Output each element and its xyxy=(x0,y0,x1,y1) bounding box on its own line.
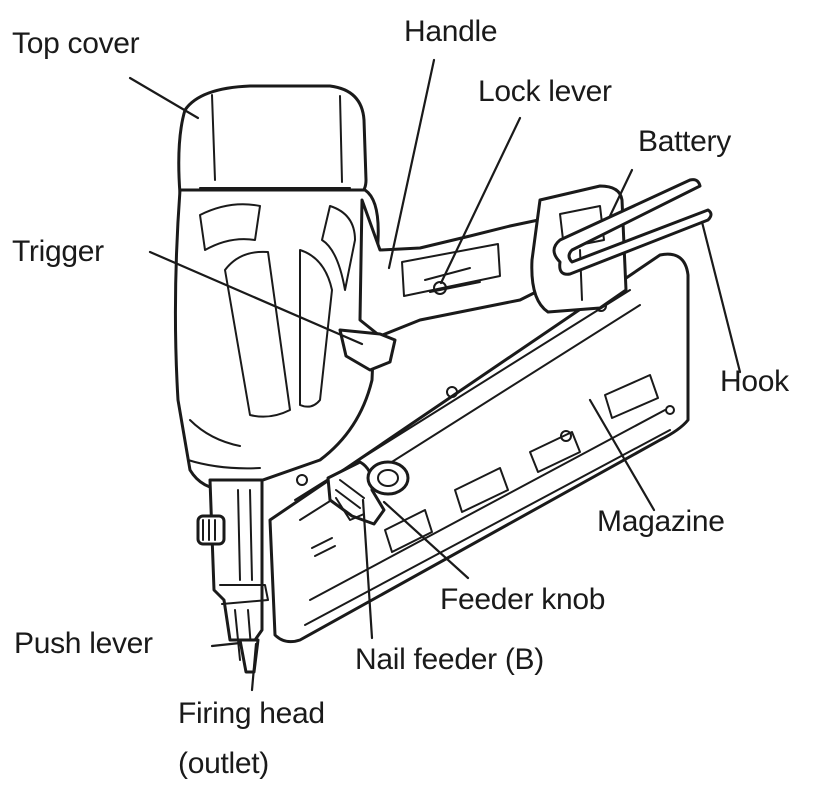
label-magazine: Magazine xyxy=(597,505,725,538)
label-nail-feeder-b: Nail feeder (B) xyxy=(355,643,544,676)
body-drawing xyxy=(173,84,380,674)
label-hook: Hook xyxy=(720,365,789,398)
hook-drawing xyxy=(552,178,713,276)
feeder-drawing xyxy=(326,460,410,526)
label-feeder-knob: Feeder knob xyxy=(440,583,606,616)
label-battery: Battery xyxy=(638,125,731,158)
battery-drawing xyxy=(530,184,628,314)
leader-lines xyxy=(128,58,742,692)
label-handle: Handle xyxy=(404,15,498,48)
label-firing-head: Firing head xyxy=(178,697,325,730)
label-top-cover: Top cover xyxy=(12,27,140,60)
label-lock-lever: Lock lever xyxy=(478,75,612,108)
label-trigger: Trigger xyxy=(12,235,104,268)
label-firing-head-outlet: (outlet) xyxy=(178,747,269,780)
label-push-lever: Push lever xyxy=(14,627,153,660)
